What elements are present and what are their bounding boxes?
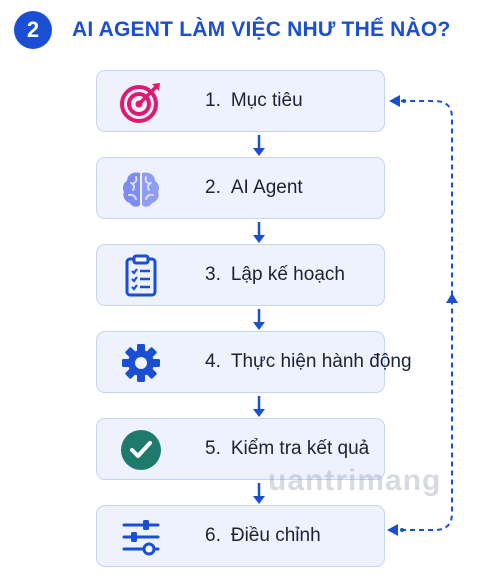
watermark: uantrimang — [268, 464, 442, 497]
step-label: 5. Kiểm tra kết quả — [205, 419, 369, 479]
step-text: Lập kế hoạch — [230, 264, 345, 285]
down-arrow-icon — [252, 135, 266, 157]
step-badge: 2 — [14, 11, 52, 49]
step-text: Điều chỉnh — [230, 525, 321, 546]
step-label: 1. Mục tiêu — [205, 71, 303, 131]
step-box-planning: 3. Lập kế hoạch — [96, 244, 385, 306]
step-number: 6. — [205, 525, 221, 546]
step-number: 3. — [205, 264, 221, 285]
brain-icon — [119, 167, 163, 211]
step-box-check-result: 5. Kiểm tra kết quả — [96, 418, 385, 480]
step-box-goal: 1. Mục tiêu — [96, 70, 385, 132]
sliders-icon — [119, 515, 163, 559]
step-box-action: 4. Thực hiện hành động — [96, 331, 412, 393]
target-icon — [119, 80, 163, 124]
step-text: Mục tiêu — [230, 90, 303, 111]
step-text: Kiểm tra kết quả — [230, 438, 370, 459]
step-text: Thực hiện hành động — [230, 351, 412, 372]
page-title: AI AGENT LÀM VIỆC NHƯ THẾ NÀO? — [72, 18, 451, 41]
step-box-ai-agent: 2. AI Agent — [96, 157, 385, 219]
down-arrow-icon — [252, 396, 266, 418]
step-box-adjust: 6. Điều chỉnh — [96, 505, 385, 567]
step-number: 5. — [205, 438, 221, 459]
step-number: 4. — [205, 351, 221, 372]
clipboard-checklist-icon — [119, 254, 163, 298]
check-circle-icon — [119, 428, 163, 472]
section-header: 2 AI AGENT LÀM VIỆC NHƯ THẾ NÀO? — [14, 10, 450, 50]
down-arrow-icon — [252, 222, 266, 244]
step-label: 6. Điều chỉnh — [205, 506, 321, 566]
step-number: 2. — [205, 177, 221, 198]
gear-icon — [119, 341, 163, 385]
step-label: 4. Thực hiện hành động — [205, 332, 412, 392]
step-label: 2. AI Agent — [205, 158, 303, 218]
step-text: AI Agent — [230, 177, 303, 198]
feedback-loop-arrow — [387, 95, 458, 536]
down-arrow-icon — [252, 309, 266, 331]
down-arrow-icon — [252, 483, 266, 505]
step-number: 1. — [205, 90, 221, 111]
step-label: 3. Lập kế hoạch — [205, 245, 345, 305]
